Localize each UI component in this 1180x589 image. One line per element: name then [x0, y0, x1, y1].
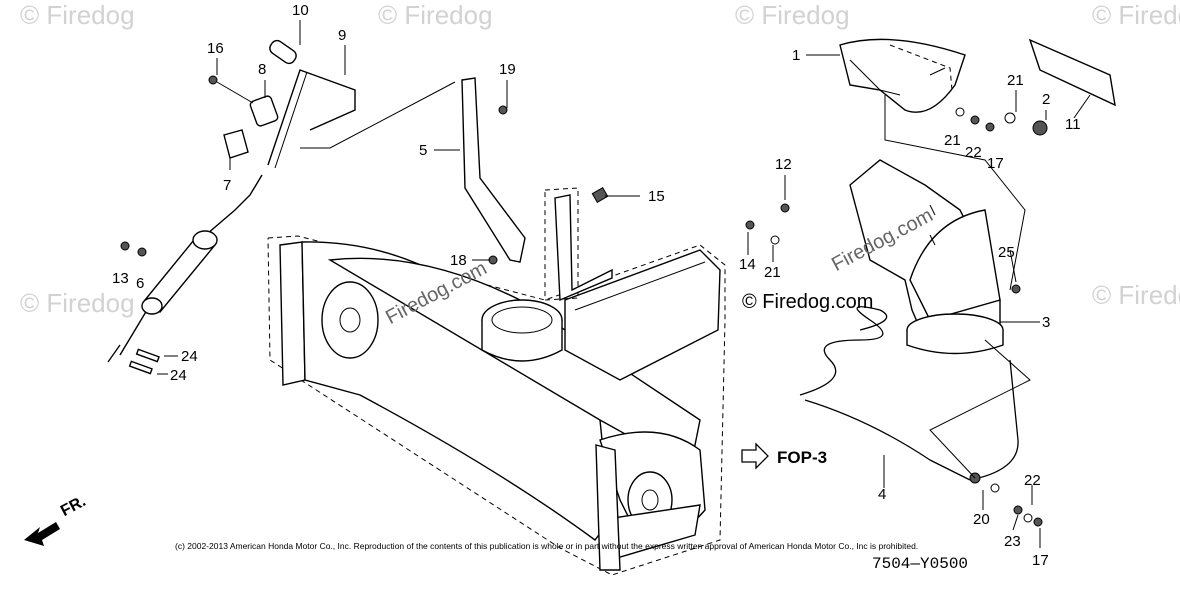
chute-bracket — [544, 186, 613, 302]
callout-20: 20 — [973, 511, 990, 528]
leader-lines — [157, 20, 1091, 548]
callout-11: 11 — [1065, 116, 1081, 133]
callout-1: 1 — [792, 47, 801, 64]
fop-arrow-icon — [741, 442, 769, 470]
callout-12: 12 — [775, 156, 792, 173]
callout-8: 8 — [258, 61, 267, 78]
watermark: © Firedog — [1092, 280, 1180, 310]
reference-label: FOP-3 — [777, 448, 828, 467]
callout-25: 25 — [998, 244, 1015, 261]
watermark: © Firedog — [378, 0, 493, 30]
chute-deflector — [839, 38, 1116, 136]
callout-4: 4 — [878, 486, 887, 503]
watermark-center: © Firedog.com — [742, 291, 874, 313]
callout-6: 6 — [136, 275, 145, 292]
discharge-chute — [745, 159, 1021, 355]
watermark: © Firedog — [1092, 0, 1180, 30]
callout-14: 14 — [739, 256, 756, 273]
callout-22: 22 — [965, 144, 982, 161]
callout-19: 19 — [499, 61, 516, 78]
callout-23: 23 — [1004, 533, 1021, 550]
chute-control-rod — [107, 39, 356, 375]
callout-24: 24 — [181, 348, 198, 365]
callout-10: 10 — [292, 2, 309, 19]
auger-housing — [267, 235, 726, 576]
chute-guide — [461, 77, 526, 265]
callout-5: 5 — [419, 142, 428, 159]
diagram-code: 7504—Y0500 — [872, 555, 969, 573]
callout-9: 9 — [338, 27, 347, 44]
watermark: © Firedog — [735, 0, 850, 30]
callout-18: 18 — [450, 252, 467, 269]
front-direction-arrow-icon — [24, 522, 60, 546]
copyright-notice: (c) 2002-2013 American Honda Motor Co., … — [175, 541, 919, 551]
callout-21: 21 — [764, 264, 781, 281]
callout-3: 3 — [1042, 314, 1051, 331]
callout-7: 7 — [223, 177, 232, 194]
callout-21: 21 — [944, 132, 961, 149]
callout-24: 24 — [170, 367, 187, 384]
callout-22: 22 — [1024, 472, 1041, 489]
watermark: © Firedog — [20, 0, 135, 30]
callout-17: 17 — [987, 155, 1004, 172]
callout-16: 16 — [207, 40, 224, 57]
callout-13: 13 — [112, 270, 129, 287]
callout-21: 21 — [1007, 72, 1024, 89]
callout-17: 17 — [1032, 552, 1049, 569]
callout-2: 2 — [1042, 91, 1051, 108]
watermark: © Firedog — [20, 288, 135, 318]
callout-15: 15 — [648, 188, 665, 205]
